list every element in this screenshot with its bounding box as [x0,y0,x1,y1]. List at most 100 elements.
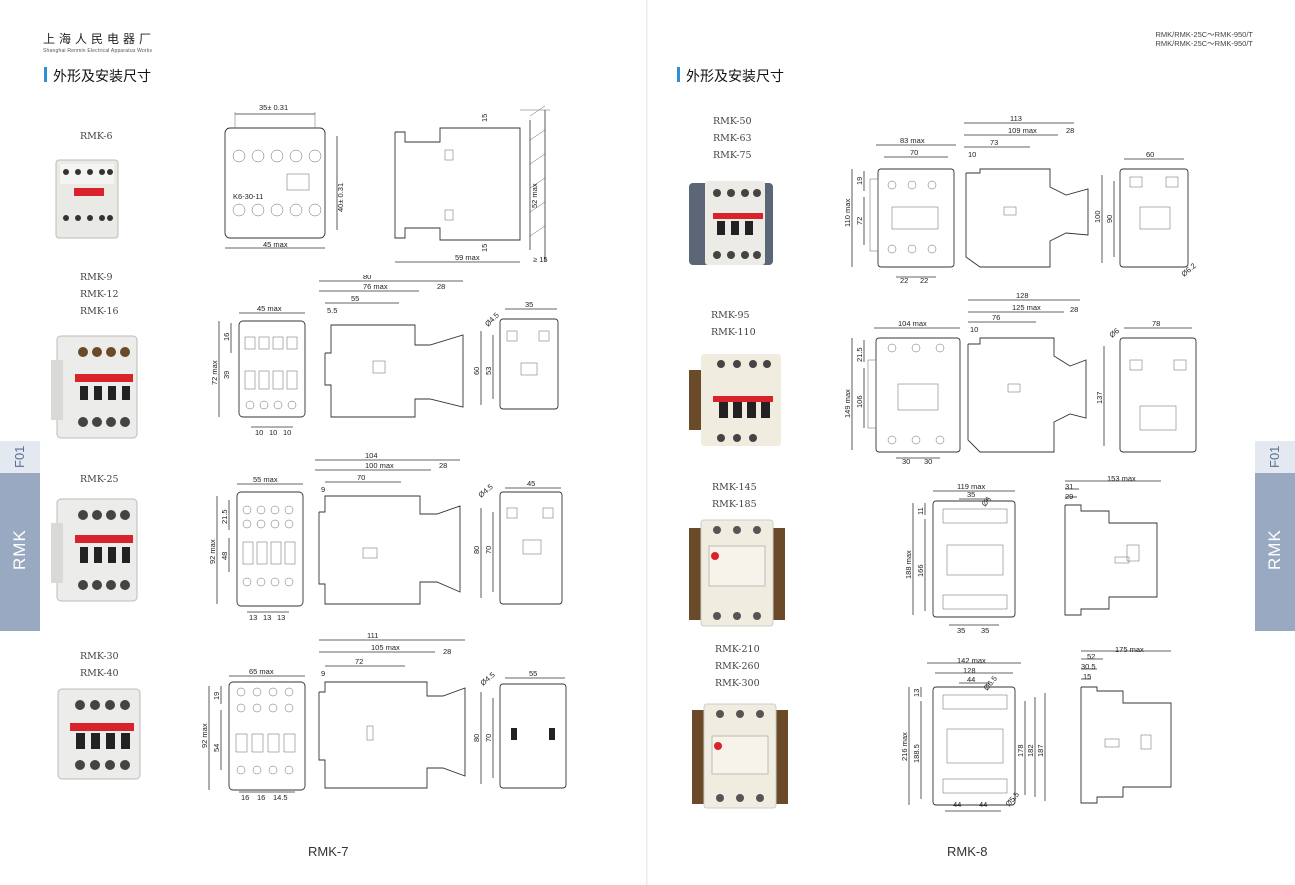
dim-rmk6-label: K6-30-11 [233,192,263,201]
right-tab-name: RMK [1265,529,1284,571]
svg-text:≥ 15: ≥ 15 [533,255,548,264]
svg-text:28: 28 [443,647,451,656]
left-page-number: RMK-7 [308,844,349,859]
svg-text:35: 35 [981,626,989,635]
svg-text:90: 90 [1105,215,1114,223]
svg-text:111: 111 [367,631,378,640]
right-tab-code: F01 [1267,445,1282,469]
svg-text:70: 70 [484,546,493,554]
product-photo-rmk25 [47,493,142,605]
page-gutter [646,0,648,885]
svg-text:28: 28 [1066,126,1074,135]
svg-text:59 max: 59 max [455,253,480,262]
left-tab-name: RMK [10,529,29,571]
svg-text:44: 44 [953,800,961,809]
svg-text:44: 44 [967,675,975,684]
svg-text:15: 15 [1083,672,1091,681]
contactor-photo-icon [51,498,138,602]
svg-text:55: 55 [529,669,537,678]
drawing-rmk50: 83 max 70 19 110 max 72 22 22 113 109 ma… [840,114,1205,285]
svg-text:113: 113 [1010,115,1022,123]
drawing-rmk25: 55 max 21.5 92 max 48 13 13 13 104 100 m… [205,451,575,627]
svg-text:35: 35 [957,626,965,635]
company-name-cn: 上海人民电器厂 [43,32,156,46]
contactor-photo-icon [689,519,785,627]
svg-text:10: 10 [255,428,263,437]
svg-text:10: 10 [970,325,978,334]
svg-text:72 max: 72 max [210,360,219,385]
svg-text:105 max: 105 max [371,643,400,652]
svg-text:15: 15 [480,114,489,122]
model-label-rmk9: RMK-9 RMK-12 RMK-16 [80,272,119,317]
svg-text:10: 10 [283,428,291,437]
svg-text:21.5: 21.5 [220,509,229,524]
contactor-photo-icon [692,703,788,809]
svg-text:73: 73 [990,138,998,147]
drawing-rmk145: 119 max 35 Ø6 11 188 max 166 35 35 153 m… [895,474,1170,640]
svg-text:45: 45 [527,479,535,488]
svg-text:92 max: 92 max [200,723,209,748]
drawing-rmk6: 35± 0.31 K6-30-11 40± 0.31 45 max 15 52 … [215,100,550,268]
svg-text:175 max: 175 max [1115,645,1144,654]
model-label-rmk30: RMK-30 RMK-40 [80,651,119,679]
svg-text:104 max: 104 max [898,319,927,328]
svg-text:72: 72 [855,217,864,225]
dim-rmk6-top: 35± 0.31 [259,103,288,112]
svg-text:16: 16 [222,333,231,341]
svg-text:45 max: 45 max [263,240,288,249]
svg-text:80: 80 [363,275,371,281]
svg-text:22: 22 [900,276,908,285]
right-page-number: RMK-8 [947,844,988,859]
right-section-heading: 外形及安装尺寸 [677,66,784,86]
svg-text:104: 104 [365,452,378,460]
drawing-rmk95: 104 max 21.5 149 max 106 30 30 128 125 m… [840,290,1205,470]
svg-text:182: 182 [1026,744,1035,757]
svg-text:40± 0.31: 40± 0.31 [336,183,345,212]
svg-text:60: 60 [1146,150,1154,159]
svg-text:52 max: 52 max [530,183,539,208]
svg-text:166: 166 [916,564,925,577]
svg-text:106: 106 [855,395,864,408]
drawing-rmk30: 65 max 19 92 max 54 16 16 14.5 111 105 m… [195,630,580,810]
svg-text:125 max: 125 max [1012,303,1041,312]
product-photo-rmk30 [50,683,145,783]
svg-text:13: 13 [263,613,271,622]
svg-text:142 max: 142 max [957,656,986,665]
product-photo-rmk9 [47,330,142,442]
contactor-photo-icon [57,688,141,780]
svg-text:72: 72 [355,657,363,666]
svg-text:29: 29 [1065,492,1073,501]
product-photo-rmk95 [687,350,785,450]
product-photo-rmk210 [690,700,790,810]
svg-text:70: 70 [357,473,365,482]
product-photo-rmk145 [687,516,787,628]
svg-text:119 max: 119 max [957,482,985,491]
svg-text:65 max: 65 max [249,667,274,676]
right-tab-dark [1255,473,1295,631]
svg-text:55: 55 [351,294,359,303]
svg-text:35: 35 [967,490,975,499]
contactor-photo-icon [689,181,773,265]
svg-text:83 max: 83 max [900,136,925,145]
contactor-photo-icon [55,159,119,239]
svg-text:100: 100 [1093,210,1102,223]
model-label-rmk25: RMK-25 [80,474,119,485]
svg-text:52: 52 [1087,652,1095,661]
svg-text:53: 53 [484,367,493,375]
svg-text:128: 128 [1016,291,1029,300]
company-logo: 上海人民电器厂 Shanghai Renmin Electrical Appar… [43,30,155,54]
product-photo-rmk50 [683,175,778,270]
company-name-en: Shanghai Renmin Electrical Apparatus Wor… [43,48,153,54]
svg-text:153 max: 153 max [1107,475,1136,483]
svg-text:10: 10 [269,428,277,437]
drawing-rmk9: 45 max 16 72 max 39 10 10 10 80 76 max 5… [205,272,575,445]
svg-text:44: 44 [979,800,987,809]
model-range-line-1: RMK/RMK-25C～RMK-950/T [1155,30,1253,39]
svg-text:30.5: 30.5 [1081,662,1096,671]
model-label-rmk50: RMK-50 RMK-63 RMK-75 [713,116,752,161]
svg-text:28: 28 [439,461,447,470]
model-label-rmk210: RMK-210 RMK-260 RMK-300 [715,644,760,689]
svg-text:54: 54 [212,744,221,752]
svg-text:76: 76 [992,313,1000,322]
svg-text:149 max: 149 max [843,389,852,418]
